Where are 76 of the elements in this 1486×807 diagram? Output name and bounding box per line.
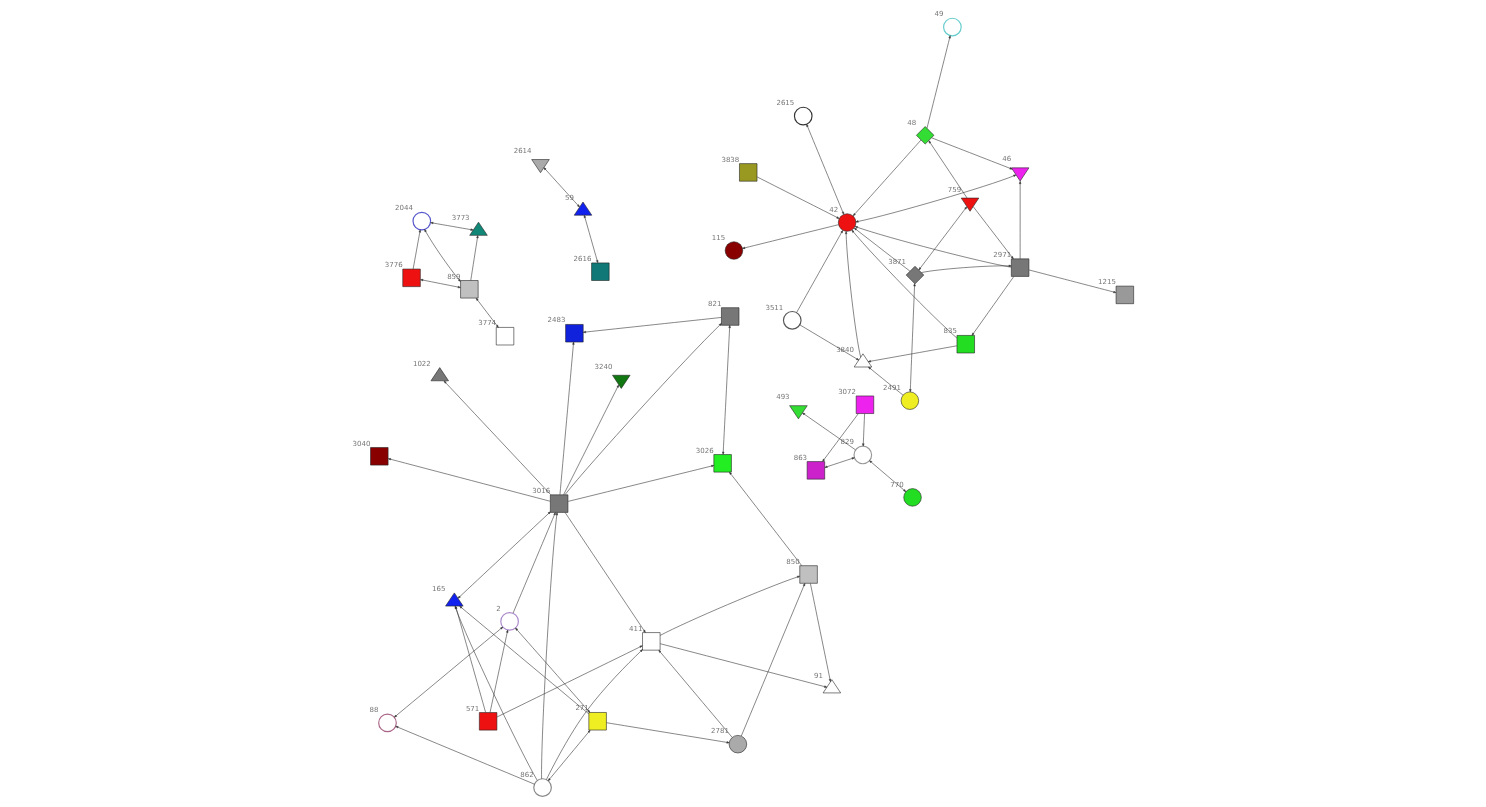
- arrow: [567, 464, 715, 502]
- arrow: [742, 224, 839, 249]
- arrow: [606, 722, 730, 744]
- arrow: [806, 124, 845, 215]
- arrow: [931, 137, 1013, 170]
- arrow: [430, 221, 474, 231]
- arrow: [559, 341, 575, 495]
- node-box: [721, 307, 740, 326]
- arrow: [729, 471, 802, 566]
- node-box: [591, 262, 610, 281]
- node-box: [550, 494, 569, 513]
- arrow: [852, 139, 922, 217]
- node-box: [479, 712, 498, 731]
- arrow: [546, 649, 643, 780]
- arrow: [756, 176, 840, 219]
- node-box: [806, 461, 825, 480]
- arrow: [420, 279, 461, 289]
- arrow: [796, 230, 843, 313]
- node-box: [370, 447, 389, 466]
- arrow: [810, 583, 832, 682]
- arrow: [822, 413, 859, 462]
- arrow: [845, 231, 861, 358]
- arrow: [867, 345, 958, 363]
- arrow: [564, 512, 646, 633]
- arrow: [395, 726, 535, 785]
- arrow: [563, 384, 619, 495]
- arrow: [722, 325, 731, 455]
- arrow: [862, 413, 865, 447]
- arrow: [457, 511, 551, 599]
- arrow: [855, 174, 1017, 223]
- arrow: [973, 206, 1014, 260]
- arrow: [388, 458, 551, 502]
- arrow: [489, 629, 509, 713]
- arrow: [1028, 269, 1117, 294]
- arrow: [799, 324, 859, 361]
- arrow: [512, 512, 556, 614]
- arrow: [583, 215, 599, 264]
- arrow: [928, 140, 968, 199]
- arrow: [658, 650, 733, 738]
- arrow: [854, 226, 1012, 268]
- arrow: [394, 626, 504, 718]
- arrow: [543, 167, 580, 208]
- arrow: [496, 645, 643, 718]
- arrow: [918, 206, 968, 271]
- arrow: [971, 276, 1015, 336]
- arrow: [547, 729, 591, 781]
- arrow: [824, 457, 855, 468]
- arrow: [583, 317, 722, 334]
- arrow: [475, 297, 499, 328]
- arrow: [515, 627, 591, 713]
- arrow: [412, 229, 421, 270]
- arrow: [921, 264, 1012, 273]
- node-box: [402, 268, 421, 287]
- arrow: [851, 229, 958, 339]
- arrow: [564, 323, 722, 495]
- arrow: [868, 366, 904, 396]
- node-box: [799, 565, 818, 584]
- arrow: [909, 283, 916, 393]
- arrow: [424, 229, 461, 282]
- arrow: [541, 512, 558, 780]
- arrow: [1019, 181, 1022, 260]
- arrow: [659, 643, 828, 688]
- node-box: [956, 335, 975, 354]
- node-box: [739, 163, 758, 182]
- arrow: [470, 235, 479, 281]
- arrow: [869, 460, 907, 492]
- node-circle: [782, 310, 802, 330]
- arrow: [854, 227, 911, 272]
- arrow: [802, 412, 856, 451]
- node-box: [855, 395, 875, 414]
- arrow: [926, 35, 951, 129]
- node-box: [495, 327, 515, 346]
- arrow: [443, 380, 552, 495]
- arrow: [741, 583, 806, 737]
- arrow: [659, 575, 800, 636]
- arrow: [459, 605, 589, 715]
